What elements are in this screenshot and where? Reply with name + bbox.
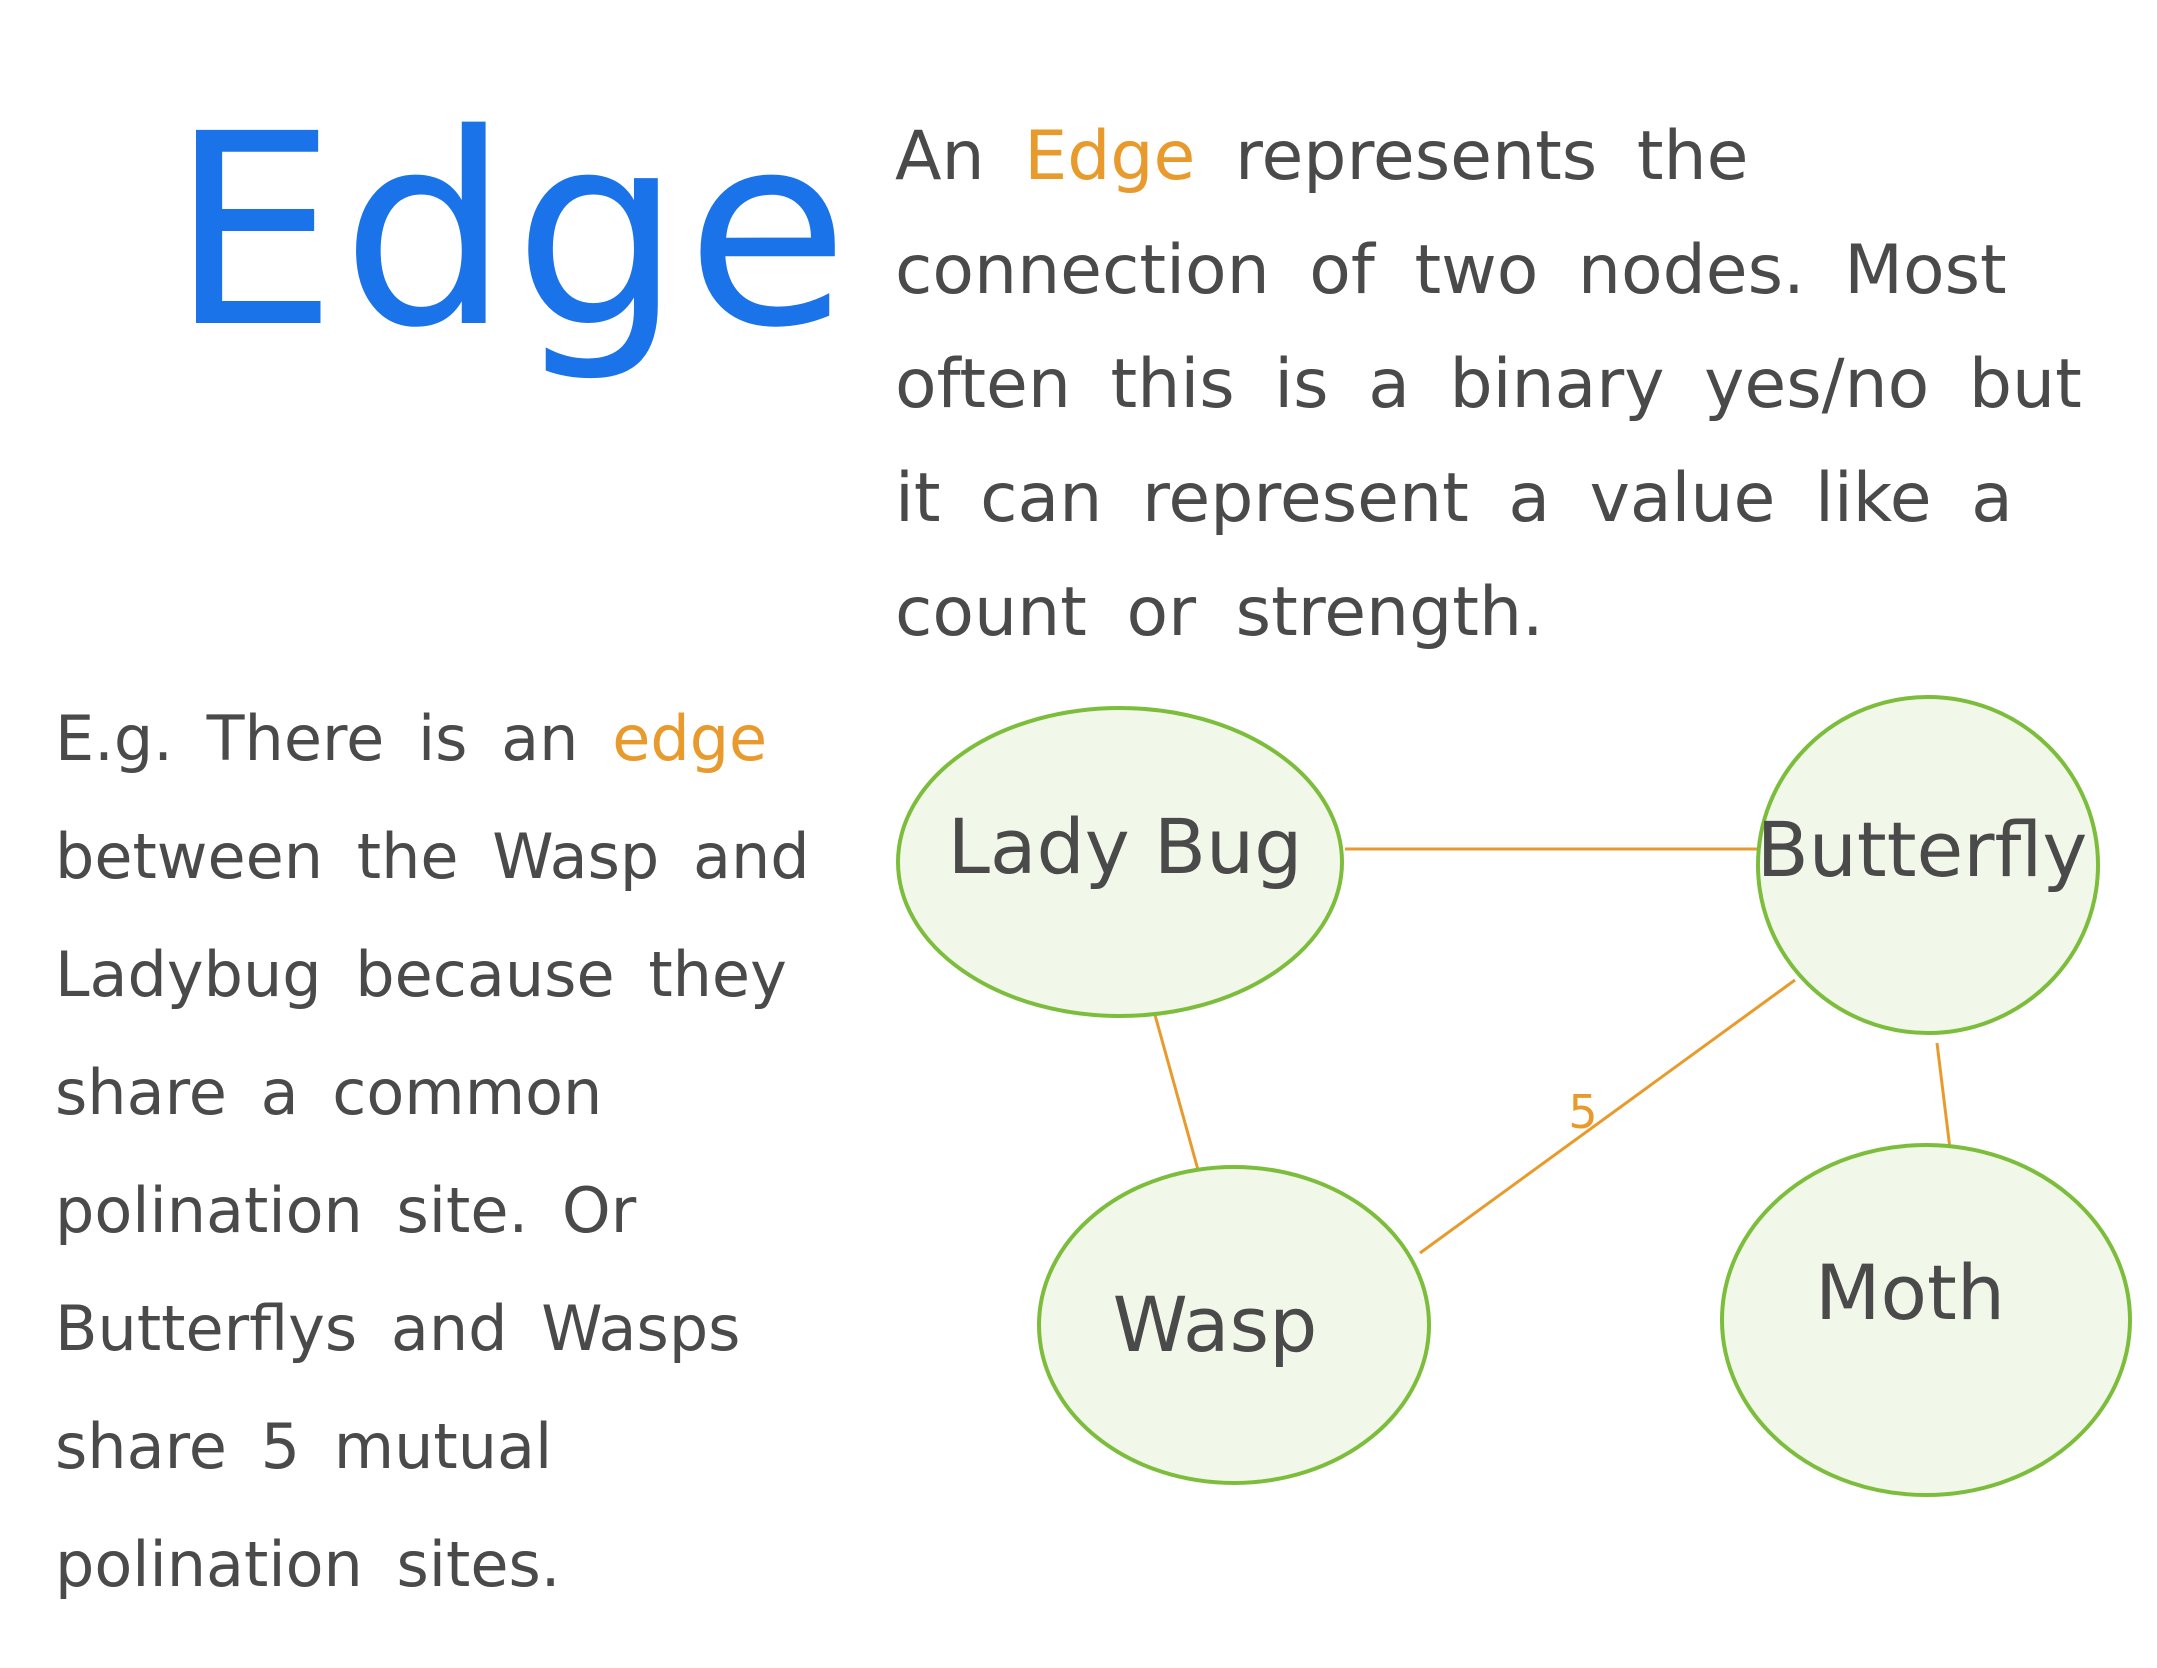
edge-ladybug-wasp (1153, 1014, 1207, 1196)
edge-butterfly-wasp (1419, 978, 1796, 1255)
definition-part1: An (895, 117, 1025, 196)
example-highlight: edge (612, 702, 768, 775)
node-label-wasp: Wasp (1113, 1280, 1318, 1369)
definition-part2: represents the connection of two nodes. … (895, 117, 2082, 652)
definition-text: An Edge represents the connection of two… (895, 100, 2135, 670)
node-label-butterfly: Butterfly (1757, 805, 2088, 894)
node-label-ladybug: Lady Bug (948, 802, 1303, 891)
example-part2: between the Wasp and Ladybug because the… (55, 820, 810, 1601)
node-wasp: Wasp (1037, 1165, 1431, 1485)
definition-highlight: Edge (1024, 117, 1196, 196)
edge-weight-label: 5 (1568, 1085, 1597, 1139)
node-label-moth: Moth (1815, 1248, 2005, 1337)
node-ladybug: Lady Bug (896, 706, 1344, 1018)
node-butterfly: Butterfly (1756, 695, 2100, 1035)
example-part1: E.g. There is an (55, 702, 613, 775)
page-title: Edge (170, 78, 853, 386)
example-text: E.g. There is an edge between the Wasp a… (55, 680, 835, 1624)
node-moth: Moth (1720, 1143, 2132, 1497)
